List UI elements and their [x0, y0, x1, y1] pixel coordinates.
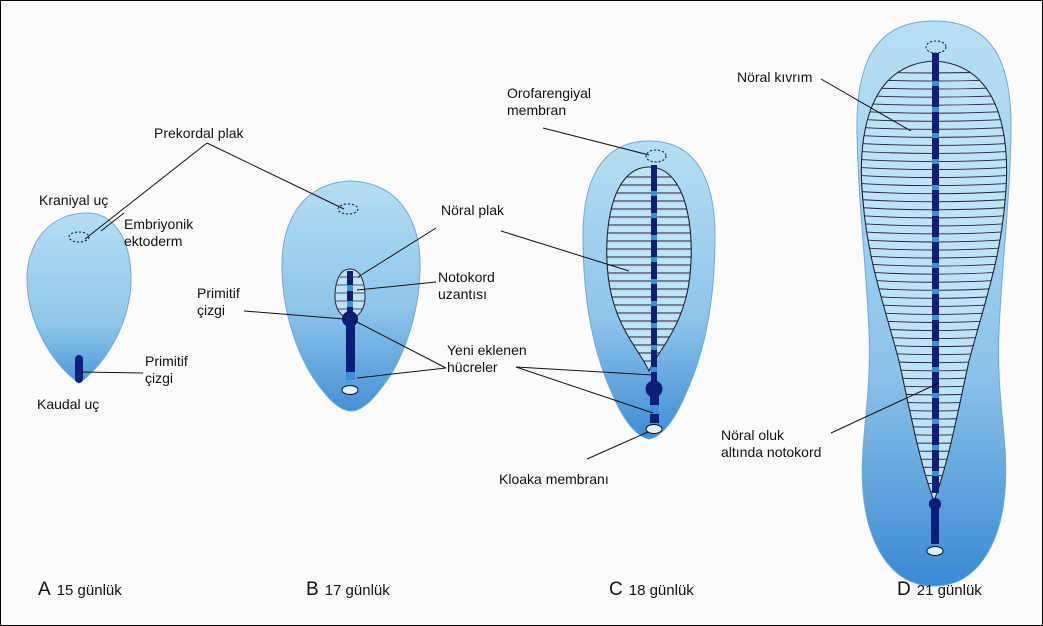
caption-a-letter: A [38, 579, 51, 600]
label-cloacal-membrane: Kloaka membranı [499, 471, 609, 488]
notochord-segment [651, 213, 657, 218]
notochord-segment [651, 191, 657, 196]
caption-a: A 15 günlük [38, 579, 122, 601]
notochord-segment [932, 237, 939, 242]
label-notochord-process: Notokord uzantısı [438, 269, 495, 303]
notochord-segment [932, 185, 939, 190]
label-primitive-streak-a: Primitif çizgi [145, 353, 188, 387]
notochord-segment [932, 419, 939, 424]
caption-c-text: 18 günlük [629, 582, 694, 599]
caption-b: B 17 günlük [306, 579, 390, 601]
notochord-segment [651, 235, 657, 240]
label-primitive-streak-b: Primitif çizgi [197, 285, 240, 319]
notochord-segment [651, 367, 657, 372]
cloacal-membrane-b [342, 386, 358, 395]
notochord-segment [932, 315, 939, 320]
notochord-d [932, 53, 939, 493]
embryo-a [27, 213, 131, 383]
embryo-d [851, 21, 1017, 586]
primitive-streak-d [931, 506, 939, 544]
caption-c: C 18 günlük [609, 579, 694, 601]
label-oropharyngeal-membrane: Orofarengiyal membran [507, 85, 591, 119]
notochord-segment [932, 341, 939, 346]
label-neural-groove-notochord: Nöral oluk altında notokord [721, 427, 821, 461]
notochord-segment [651, 279, 657, 284]
notochord-segment [651, 323, 657, 328]
caption-d-text: 21 günlük [917, 582, 982, 599]
notochord-segment [932, 133, 939, 138]
label-newly-added-cells: Yeni eklenen hücreler [447, 342, 527, 376]
label-prechordal-plate: Prekordal plak [154, 125, 244, 142]
caption-d: D 21 günlük [897, 579, 982, 601]
notochord-segment [651, 301, 657, 306]
caption-b-text: 17 günlük [325, 582, 390, 599]
notochord-segment [651, 257, 657, 262]
label-caudal-end: Kaudal uç [37, 396, 99, 413]
label-neural-plate: Nöral plak [441, 202, 504, 219]
notochord-segment [932, 445, 939, 450]
caption-c-letter: C [609, 579, 623, 600]
primitive-streak-a [75, 355, 83, 383]
notochord-segment [932, 367, 939, 372]
notochord-segment [932, 107, 939, 112]
caption-a-text: 15 günlük [57, 582, 122, 599]
label-cranial-end: Kraniyal uç [39, 192, 108, 209]
caption-b-letter: B [306, 579, 319, 600]
notochord-segment [932, 211, 939, 216]
notochord-c [651, 165, 657, 383]
notochord-segment [932, 263, 939, 268]
primitive-streak-b [346, 321, 355, 377]
notochord-segment [651, 345, 657, 350]
embryo-c [583, 141, 715, 439]
label-embryonic-ectoderm: Embriyonik ektoderm [124, 216, 193, 250]
notochord-segment [932, 471, 939, 476]
notochord-segment [932, 159, 939, 164]
notochord-segment [932, 289, 939, 294]
notochord-b [347, 271, 353, 315]
label-neural-fold: Nöral kıvrım [737, 69, 812, 86]
embryo-b [282, 181, 420, 411]
cloacal-membrane-d [927, 547, 943, 556]
caption-d-letter: D [897, 579, 911, 600]
notochord-segment [932, 393, 939, 398]
cloacal-membrane-c [646, 425, 662, 434]
notochord-segment [932, 81, 939, 86]
